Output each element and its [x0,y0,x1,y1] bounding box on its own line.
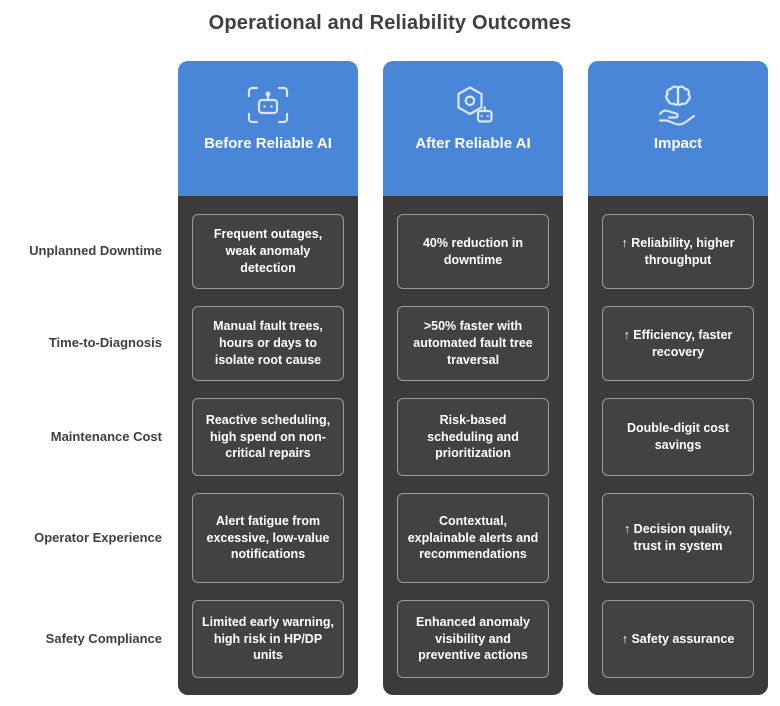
column-before-header: Before Reliable AI [178,61,358,196]
column-after-label: After Reliable AI [415,135,531,152]
cell-after-safety-compliance: Enhanced anomaly visibility and preventi… [397,600,549,678]
cell-impact-operator-experience: ↑ Decision quality, trust in system [602,493,754,583]
column-impact-body: ↑ Reliability, higher throughput ↑ Effic… [588,196,768,695]
row-labels-column: Unplanned Downtime Time-to-Diagnosis Mai… [4,61,162,695]
cell-impact-time-to-diagnosis: ↑ Efficiency, faster recovery [602,306,754,381]
column-before-body: Frequent outages, weak anomaly detection… [178,196,358,695]
cell-after-time-to-diagnosis: >50% faster with automated fault tree tr… [397,306,549,381]
page-title: Operational and Reliability Outcomes [208,12,572,34]
cell-before-operator-experience: Alert fatigue from excessive, low-value … [192,493,344,583]
column-after: After Reliable AI 40% reduction in downt… [383,61,563,695]
cell-after-maintenance-cost: Risk-based scheduling and prioritization [397,398,549,476]
column-before: Before Reliable AI Frequent outages, wea… [178,61,358,695]
cell-after-unplanned-downtime: 40% reduction in downtime [397,214,549,289]
cell-impact-unplanned-downtime: ↑ Reliability, higher throughput [602,214,754,289]
cell-before-maintenance-cost: Reactive scheduling, high spend on non-c… [192,398,344,476]
row-label-time-to-diagnosis: Time-to-Diagnosis [48,335,162,351]
column-impact: Impact ↑ Reliability, higher throughput … [588,61,768,695]
comparison-grid: Unplanned Downtime Time-to-Diagnosis Mai… [0,61,780,695]
cell-impact-maintenance-cost: Double-digit cost savings [602,398,754,476]
hexagon-bot-icon [450,79,496,131]
cell-after-operator-experience: Contextual, explainable alerts and recom… [397,493,549,583]
column-impact-header: Impact [588,61,768,196]
column-before-label: Before Reliable AI [204,135,332,152]
cell-before-unplanned-downtime: Frequent outages, weak anomaly detection [192,214,344,289]
column-after-header: After Reliable AI [383,61,563,196]
column-after-body: 40% reduction in downtime >50% faster wi… [383,196,563,695]
row-label-operator-experience: Operator Experience [34,529,162,545]
cell-before-safety-compliance: Limited early warning, high risk in HP/D… [192,600,344,678]
cell-before-time-to-diagnosis: Manual fault trees, hours or days to iso… [192,306,344,381]
column-impact-label: Impact [653,135,703,152]
robot-scan-icon [245,79,291,131]
row-label-unplanned-downtime: Unplanned Downtime [29,243,162,259]
row-label-maintenance-cost: Maintenance Cost [50,428,162,444]
hand-brain-icon [653,79,703,131]
row-label-safety-compliance: Safety Compliance [45,630,162,646]
labels-spacer [4,61,162,214]
cell-impact-safety-compliance: ↑ Safety assurance [602,600,754,678]
